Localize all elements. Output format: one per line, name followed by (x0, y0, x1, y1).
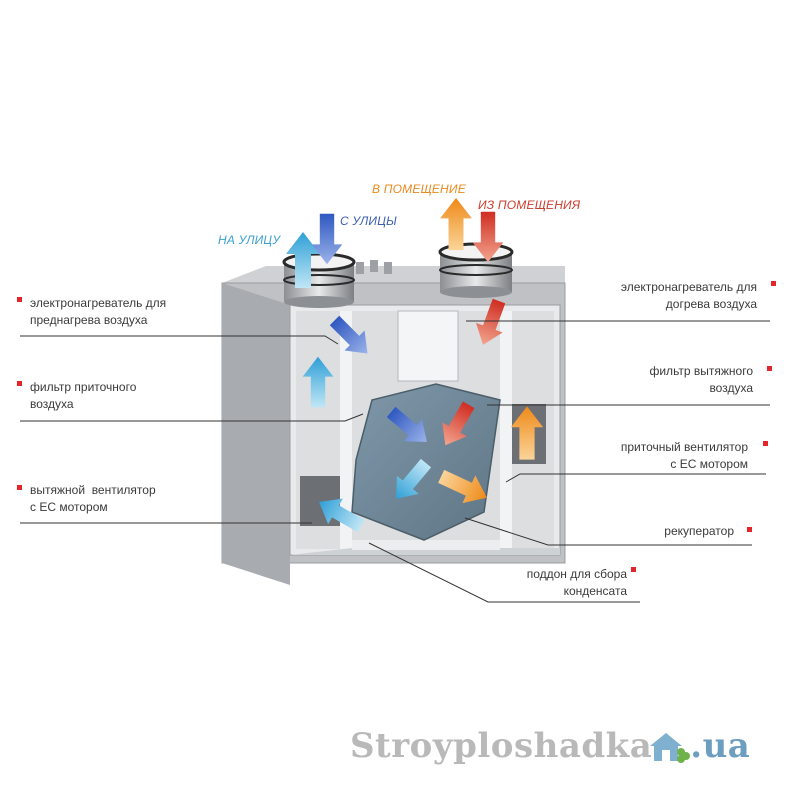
right-duct (438, 242, 514, 298)
postheater-label: электронагреватель для догрева воздуха (620, 280, 757, 311)
to-street-label: НА УЛИЦУ (218, 233, 281, 247)
house-clover-icon (650, 733, 690, 763)
site-watermark: Stroyploshadka.ua (350, 726, 751, 766)
supply-filter-label: фильтр приточного воздуха (30, 380, 137, 411)
preheater-label: электронагреватель для преднагрева возду… (30, 296, 167, 327)
to-room-label: В ПОМЕЩЕНИЕ (372, 182, 466, 196)
to-room-arrow-icon (440, 197, 472, 251)
exhaust-filter-label: фильтр вытяжного воздуха (649, 364, 753, 395)
supply-fan-label: приточный вентилятор с ЕС мотором (620, 440, 748, 471)
from-street-label: С УЛИЦЫ (340, 214, 397, 228)
condensate-tray-label: поддон для сбора конденсата (526, 567, 627, 598)
left-duct (282, 252, 356, 308)
exhaust-fan-label: вытяжной вентилятор с ЕС мотором (30, 483, 156, 514)
recuperator-label: рекуператор (664, 524, 734, 538)
cable-glands (356, 260, 392, 274)
label-markers (17, 281, 776, 572)
leader-lines (20, 320, 770, 603)
from-room-label: ИЗ ПОМЕЩЕНИЯ (478, 198, 581, 212)
